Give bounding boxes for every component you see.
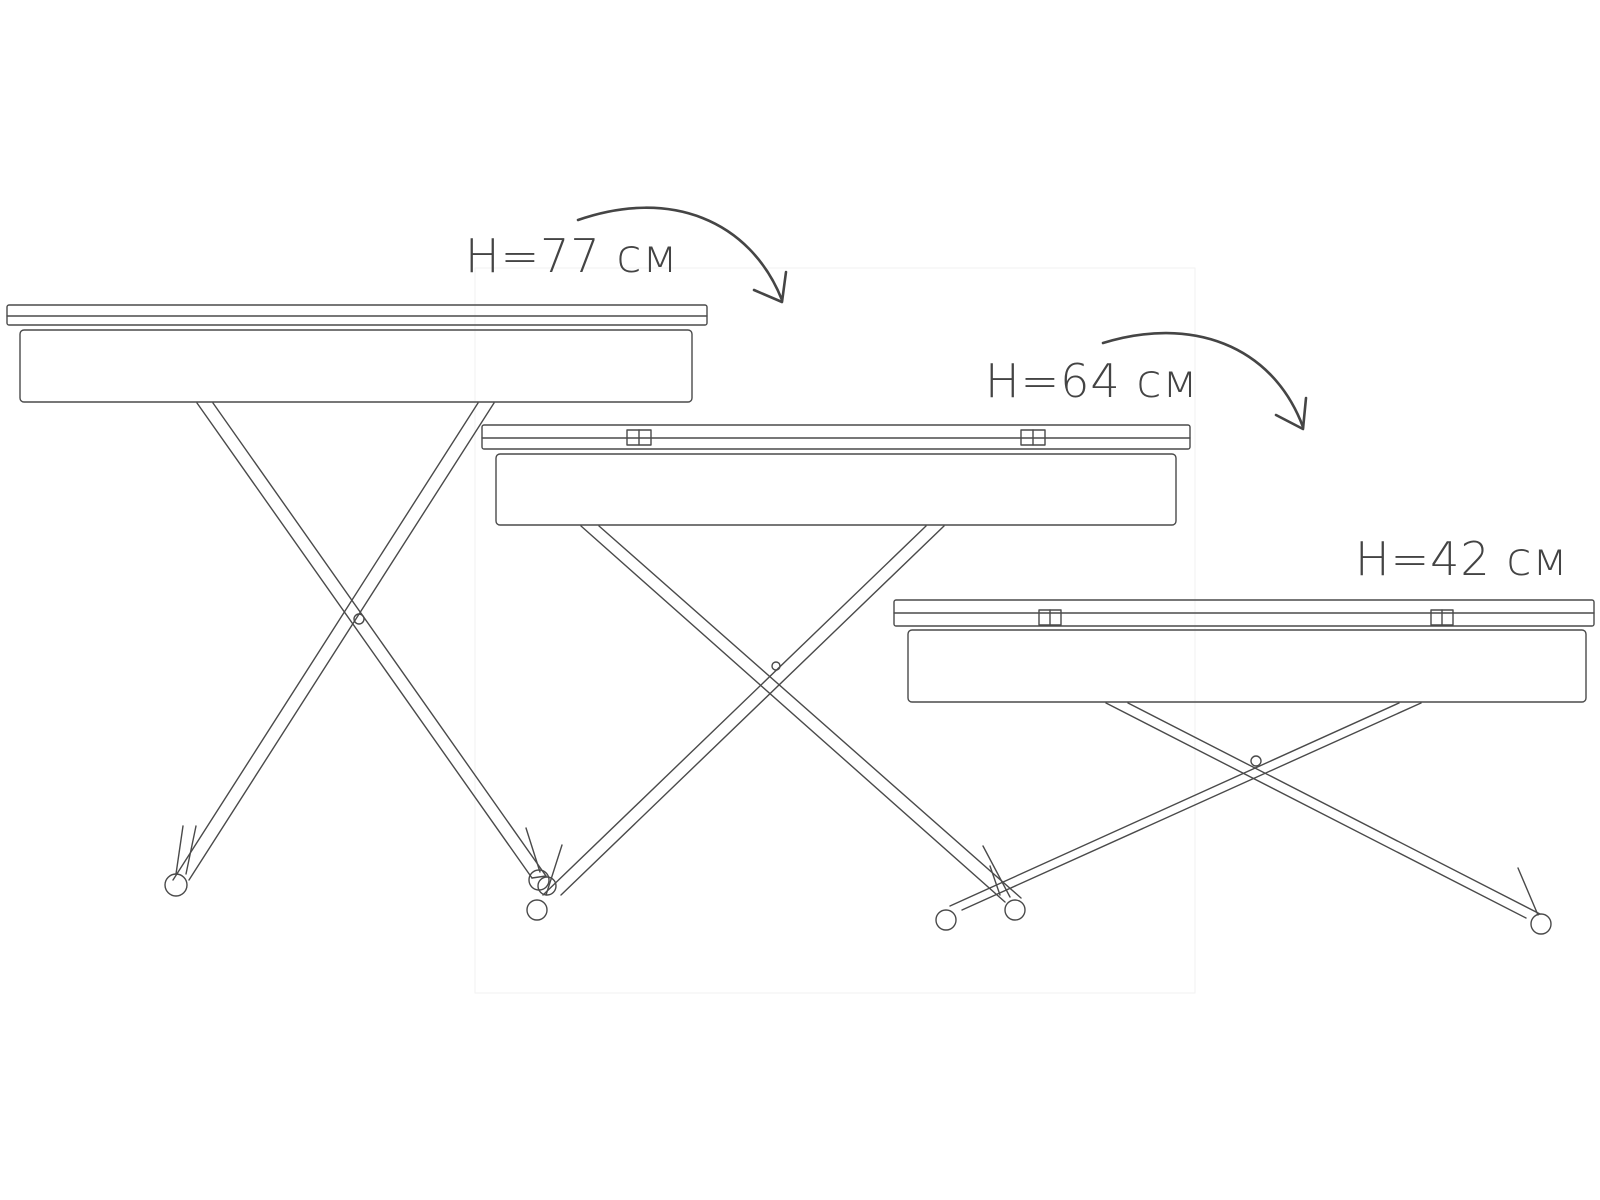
table-tall-leg-a	[196, 402, 550, 891]
table-low-leg-b	[935, 702, 1422, 931]
table-low-leg-a	[1105, 702, 1552, 935]
arrow-medium-to-low	[1101, 331, 1308, 431]
table-medium	[481, 424, 1191, 921]
table-tall-leg-b	[164, 402, 495, 897]
table-medium-top	[481, 424, 1191, 450]
table-medium-pivot	[771, 661, 781, 671]
table-low-frame	[907, 629, 1587, 703]
height-label-low: H=42 см	[1355, 532, 1568, 586]
table-tall-pivot	[353, 613, 365, 625]
table-medium-leg-b	[526, 525, 945, 921]
table-low	[893, 599, 1595, 935]
table-medium-frame	[495, 453, 1177, 526]
table-medium-leg-a	[580, 525, 1026, 921]
table-low-pivot	[1250, 755, 1262, 767]
height-label-tall: H=77 см	[465, 229, 678, 283]
table-tall-frame	[19, 329, 693, 403]
height-label-medium: H=64 см	[985, 354, 1198, 408]
table-tall-top	[6, 304, 708, 326]
table-tall	[6, 304, 708, 897]
arrow-tall-to-medium	[576, 206, 788, 304]
